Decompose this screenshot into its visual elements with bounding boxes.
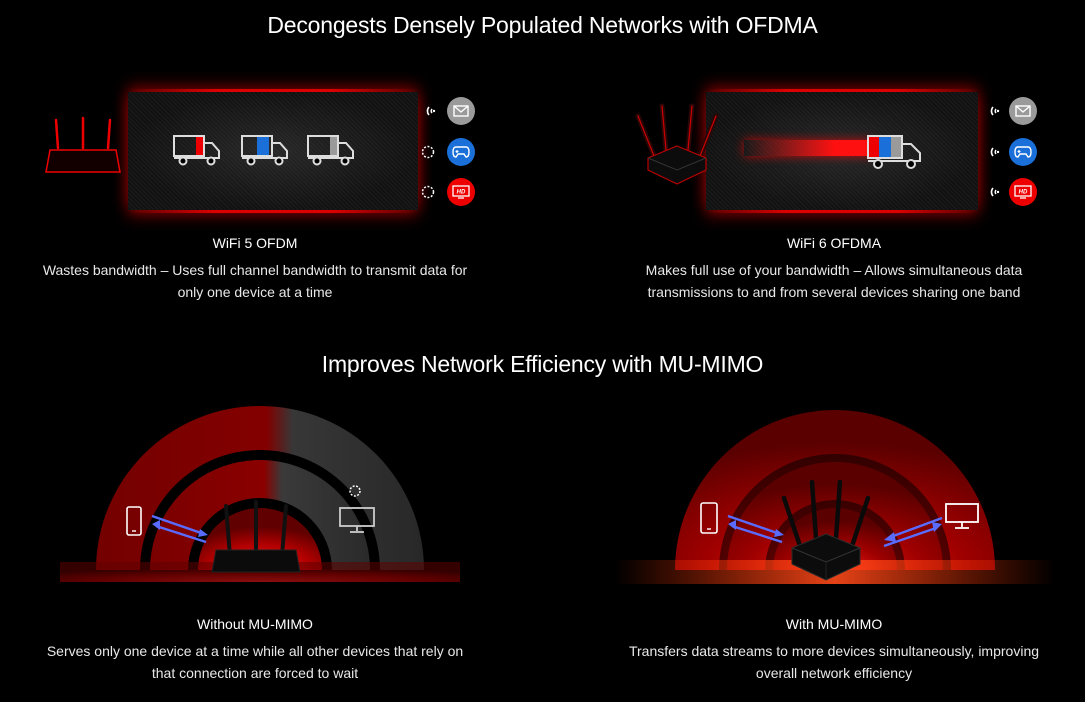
- gamepad-device-icon: [1009, 138, 1037, 166]
- without-mumimo-title: Without MU-MIMO: [197, 616, 313, 632]
- wifi6-router-icon: [635, 103, 719, 185]
- wifi6-desc-line1: Makes full use of your bandwidth – Allow…: [645, 262, 1023, 278]
- with-mumimo-title: With MU-MIMO: [785, 616, 883, 632]
- router-icon: [211, 500, 301, 573]
- wifi5-title: WiFi 5 OFDM: [212, 235, 298, 251]
- data-stream-arrow-icon: [151, 514, 208, 544]
- truck-icon-blue-load: [241, 135, 288, 166]
- mail-device-icon: [447, 97, 475, 125]
- wifi6-title: WiFi 6 OFDMA: [786, 235, 882, 251]
- loading-icon: [349, 485, 361, 497]
- phone-icon: [126, 506, 142, 536]
- hd-label: HD: [1019, 190, 1028, 196]
- wifi-signal-icon: [990, 147, 1000, 157]
- loading-icon: [421, 145, 435, 159]
- wifi-signal-icon: [426, 106, 436, 116]
- wifi-signal-icon: [990, 187, 1000, 197]
- with-mumimo-desc-line1: Transfers data streams to more devices s…: [628, 643, 1040, 659]
- mail-device-icon: [1009, 97, 1037, 125]
- router-icon: [45, 116, 121, 173]
- gamepad-device-icon: [447, 138, 475, 166]
- wifi5-desc-line2: only one device at a time: [177, 284, 333, 300]
- wifi6-router-icon: [781, 479, 871, 581]
- data-stream-arrow-icon: [883, 516, 943, 548]
- hd-tv-device-icon: HD: [1009, 178, 1037, 206]
- truck-icon-red-load: [173, 135, 220, 166]
- loading-icon: [421, 185, 435, 199]
- data-stream-beam: [744, 140, 874, 156]
- without-mumimo-desc-line2: that connection are forced to wait: [151, 665, 359, 681]
- monitor-icon: [339, 507, 375, 533]
- wifi6-desc-line2: transmissions to and from several device…: [647, 284, 1021, 300]
- wifi-signal-icon: [990, 106, 1000, 116]
- wifi5-desc-line1: Wastes bandwidth – Uses full channel ban…: [42, 262, 468, 278]
- without-mumimo-desc-line1: Serves only one device at a time while a…: [46, 643, 464, 659]
- truck-icon-gray-load: [307, 135, 354, 166]
- truck-icon-multi-load: [867, 135, 921, 169]
- ofdma-heading: Decongests Densely Populated Networks wi…: [267, 12, 818, 38]
- mumimo-heading: Improves Network Efficiency with MU-MIMO: [321, 351, 764, 377]
- data-stream-arrow-icon: [727, 514, 784, 544]
- phone-icon: [700, 502, 718, 534]
- monitor-icon: [945, 503, 979, 529]
- with-mumimo-desc-line2: overall network efficiency: [755, 665, 913, 681]
- hd-tv-device-icon: HD: [447, 178, 475, 206]
- hd-label: HD: [457, 190, 466, 196]
